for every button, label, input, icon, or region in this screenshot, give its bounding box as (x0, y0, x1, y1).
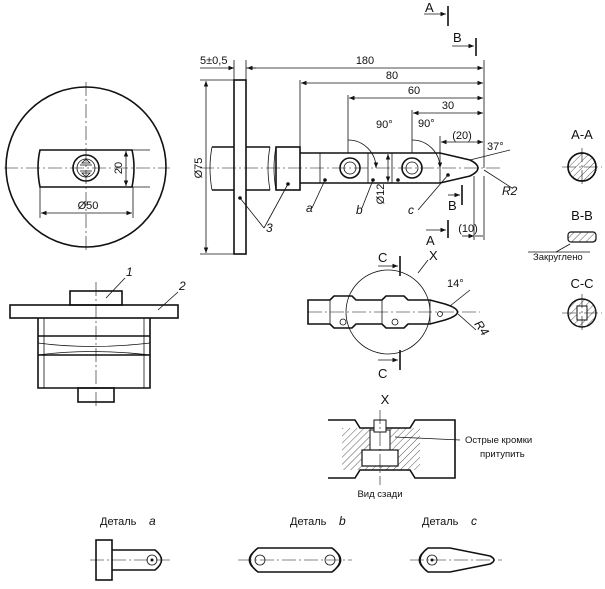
dim-60: 60 (408, 85, 420, 97)
label-3: 3 (266, 221, 273, 235)
rear-view-label: Вид сзади (357, 489, 402, 500)
side-view: 5±0,5 180 80 60 30 (20) (10) 90° 90° 37°… (193, 0, 518, 255)
dim-30: 30 (442, 100, 454, 112)
sharp-edges-note-1: Острые кромки (465, 435, 532, 446)
dim-80: 80 (386, 70, 398, 82)
dim-10p: (10) (458, 223, 478, 235)
detail-x-view: X Острые кромки притупить Вид сзади (328, 392, 532, 500)
dim-5: 5±0,5 (200, 55, 227, 67)
detail-c-prefix: Деталь (422, 516, 459, 528)
sec-mark-C-bottom: C (378, 366, 387, 381)
dim-r4: R4 (472, 318, 492, 339)
sharp-edges-note-2: притупить (480, 449, 525, 460)
dim-37: 37° (487, 141, 504, 153)
label-1: 1 (126, 265, 133, 279)
front-view: Ø50 20 (4, 82, 170, 252)
dim-180: 180 (356, 55, 374, 67)
dim-20p: (20) (452, 130, 472, 142)
section-aa-title: A-A (571, 127, 593, 142)
pin-view-x: C C X 14° R4 (307, 248, 492, 381)
dim-r2: R2 (502, 184, 518, 198)
dim-dia12: Ø12 (375, 184, 387, 205)
detail-a-prefix: Деталь (100, 516, 137, 528)
section-cc-title: C-C (570, 276, 593, 291)
label-x: X (429, 248, 438, 263)
detail-c: Деталь c (410, 514, 502, 573)
top-view: 1 2 (9, 265, 186, 408)
dim-dia75: Ø75 (193, 158, 205, 179)
sec-mark-B-bottom: B (448, 198, 457, 213)
detail-b-letter: b (339, 514, 346, 528)
dim-90b: 90° (418, 118, 435, 130)
detail-b-prefix: Деталь (290, 516, 327, 528)
label-c: c (408, 203, 414, 217)
label-2: 2 (178, 279, 186, 293)
sec-mark-C-top: C (378, 250, 387, 265)
detail-b: Деталь b (238, 514, 352, 573)
flange-plate (233, 79, 247, 255)
detail-a: Деталь a (90, 514, 172, 581)
sec-mark-A-bottom: A (426, 233, 435, 248)
sec-mark-A-top: A (425, 0, 434, 15)
label-b: b (356, 203, 363, 217)
sections: A-A B-B Закруглено C-C (528, 127, 602, 332)
dim-dia50: Ø50 (78, 200, 99, 212)
detail-a-letter: a (149, 514, 156, 528)
dim-20: 20 (113, 162, 125, 174)
dim-90a: 90° (376, 119, 393, 131)
detail-x-title: X (381, 392, 390, 407)
dim-14: 14° (447, 278, 464, 290)
section-bb-title: B-B (571, 208, 593, 223)
sec-mark-B-top: B (453, 30, 462, 45)
rounded-note: Закруглено (533, 252, 583, 263)
detail-c-letter: c (471, 514, 477, 528)
label-a: a (306, 201, 313, 215)
